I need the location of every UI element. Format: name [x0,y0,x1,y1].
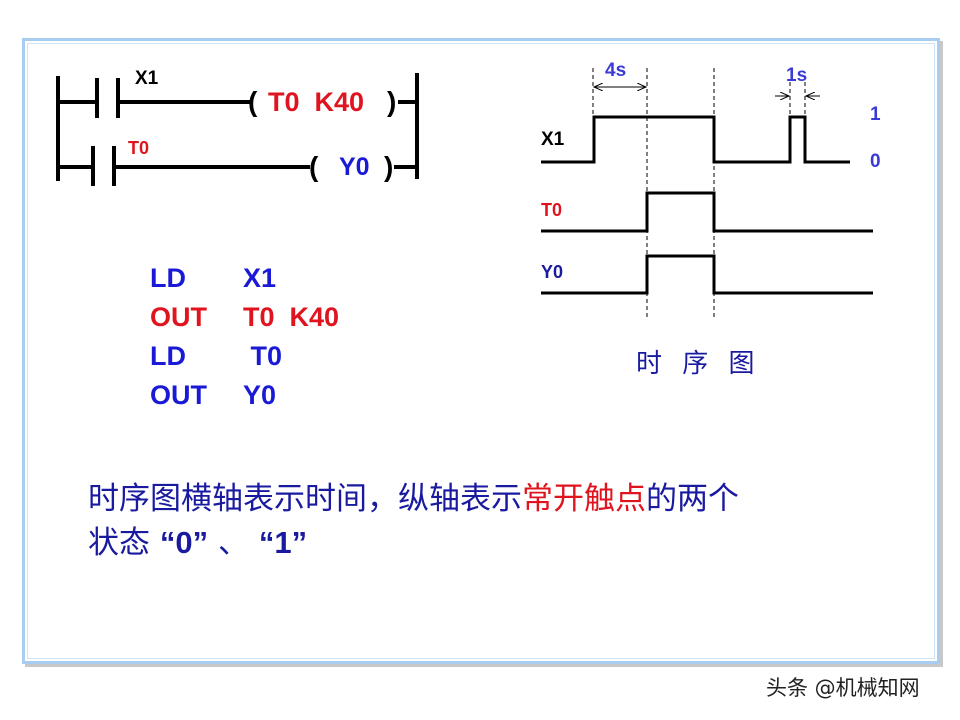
instruction-op: LD [150,263,186,293]
coil-y0-close-paren: ) [384,151,394,182]
description-separator: 、 [217,525,249,561]
timing-diagram-caption: 时 序 图 [636,349,761,379]
description-highlight: 常开触点 [522,481,646,517]
description-text: 时序图横轴表示时间，纵轴表示常开触点的两个 状态 “0” 、 “1” [88,477,908,565]
coil-t0-open-paren: ( [248,86,258,117]
instruction-row: LD T0 [150,337,339,376]
signal-label-y0: Y0 [541,262,564,282]
waveform-x1 [541,115,850,164]
dimension-4s-label: 4s [605,60,627,81]
coil-y0-label: Y0 [339,153,370,181]
coil-t0-close-paren: ) [387,86,397,117]
level-high-label: 1 [870,104,881,125]
coil-t0-label: T0 K40 [268,87,365,117]
watermark: 头条 @机械知网 [766,676,920,700]
instruction-arg: T0 [243,341,283,371]
dimension-1s-label: 1s [786,65,808,86]
instruction-arg: X1 [243,263,277,293]
slide-frame [22,38,940,664]
level-low-label: 0 [870,151,881,172]
description-part2: 的两个 [646,481,739,517]
signal-label-x1: X1 [541,129,565,150]
description-line-1: 时序图横轴表示时间，纵轴表示常开触点的两个 [88,477,908,521]
instruction-op: OUT [150,302,207,332]
instruction-row: OUT T0 K40 [150,298,339,337]
waveform-t0 [541,191,873,233]
instruction-arg: T0 K40 [243,302,340,332]
contact-x1-label: X1 [135,68,159,89]
contact-t0-label: T0 [128,138,150,158]
instruction-list: LD X1 OUT T0 K40 LD T0 OUT Y0 [150,259,339,415]
description-state-0: “0” [159,525,209,560]
instruction-op: OUT [150,380,207,410]
waveform-y0 [541,254,873,295]
description-part1: 时序图横轴表示时间，纵轴表示 [88,481,522,517]
instruction-row: OUT Y0 [150,376,339,415]
slide-frame-inner [27,43,935,659]
instruction-arg: Y0 [243,380,277,410]
coil-y0-open-paren: ( [309,151,319,182]
instruction-row: LD X1 [150,259,339,298]
signal-label-t0: T0 [541,200,563,220]
instruction-op: LD [150,341,186,371]
description-line2-prefix: 状态 [88,525,150,561]
description-line-2: 状态 “0” 、 “1” [88,521,908,565]
description-state-1: “1” [258,525,308,560]
